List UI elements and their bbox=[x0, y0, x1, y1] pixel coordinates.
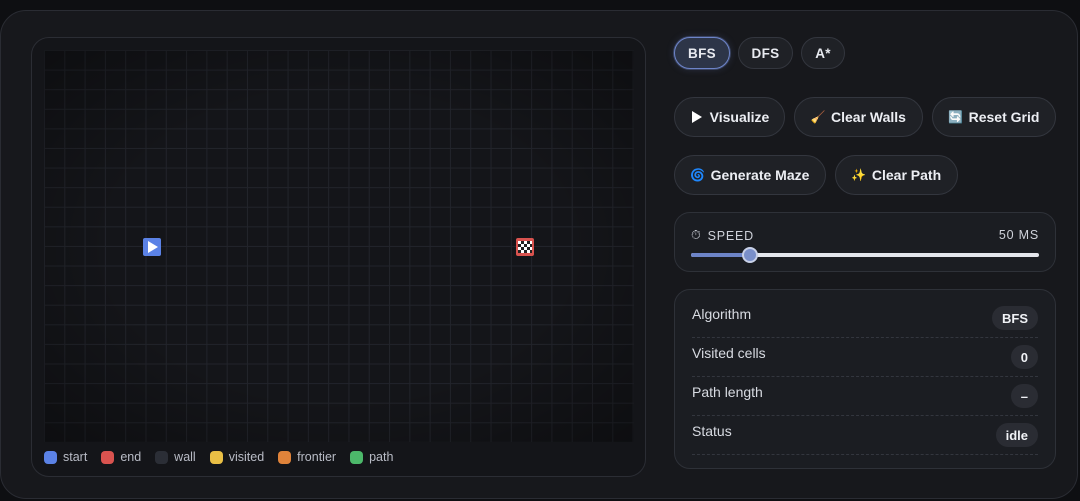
legend-label: start bbox=[63, 450, 88, 464]
grid-panel: start end wall visited frontier path bbox=[31, 37, 646, 477]
play-icon bbox=[690, 110, 704, 124]
legend-label: wall bbox=[174, 450, 196, 464]
grid-canvas[interactable] bbox=[44, 50, 634, 442]
speed-slider[interactable] bbox=[691, 247, 1039, 263]
pathfinding-app: start end wall visited frontier path bbox=[0, 10, 1078, 499]
legend-label: frontier bbox=[297, 450, 337, 464]
generate-maze-label: Generate Maze bbox=[710, 167, 810, 183]
speed-label-group: ⏱ SPEED bbox=[691, 228, 754, 243]
speed-slider-fill bbox=[691, 253, 751, 257]
legend-swatch-start bbox=[44, 450, 57, 464]
checkered-flag-icon bbox=[518, 241, 532, 253]
path-length-badge: – bbox=[1010, 384, 1038, 408]
legend-swatch-frontier bbox=[278, 450, 292, 464]
speed-label: SPEED bbox=[707, 228, 754, 243]
start-node[interactable] bbox=[143, 238, 161, 256]
status-badge: idle bbox=[995, 423, 1038, 447]
legend-swatch-wall bbox=[155, 450, 169, 464]
stat-label: Algorithm bbox=[692, 306, 752, 322]
algorithm-dfs-button[interactable]: DFS bbox=[738, 37, 793, 69]
spiral-icon: 🌀 bbox=[690, 168, 706, 182]
reset-grid-button[interactable]: 🔄 Reset Grid bbox=[932, 97, 1056, 137]
end-node[interactable] bbox=[516, 238, 534, 256]
clear-walls-button[interactable]: 🧹 Clear Walls bbox=[794, 97, 923, 137]
algorithm-badge: BFS bbox=[992, 306, 1038, 330]
reset-grid-label: Reset Grid bbox=[968, 109, 1040, 125]
generate-maze-button[interactable]: 🌀 Generate Maze bbox=[674, 155, 826, 195]
legend-item-frontier: frontier bbox=[278, 450, 336, 464]
algorithm-bfs-button[interactable]: BFS bbox=[674, 37, 730, 69]
algorithm-bfs-label: BFS bbox=[688, 45, 716, 61]
legend-item-start: start bbox=[44, 450, 87, 464]
stat-row-status: Status idle bbox=[692, 416, 1038, 455]
stat-row-path-length: Path length – bbox=[692, 377, 1038, 416]
legend-label: end bbox=[120, 450, 142, 464]
legend-item-wall: wall bbox=[155, 450, 196, 464]
legend-item-end: end bbox=[101, 450, 141, 464]
stat-label: Status bbox=[692, 423, 732, 439]
stat-label: Path length bbox=[692, 384, 763, 400]
legend-swatch-visited bbox=[209, 450, 223, 464]
legend-label: visited bbox=[228, 450, 265, 464]
legend-item-visited: visited bbox=[209, 450, 265, 464]
legend-swatch-end bbox=[101, 450, 115, 464]
stat-label: Visited cells bbox=[692, 345, 766, 361]
visualize-button[interactable]: Visualize bbox=[674, 97, 785, 137]
speed-slider-thumb[interactable] bbox=[742, 247, 759, 263]
legend-item-path: path bbox=[350, 450, 393, 464]
clear-walls-label: Clear Walls bbox=[831, 109, 906, 125]
broom-icon: 🧹 bbox=[810, 110, 826, 124]
algorithm-astar-label: A* bbox=[815, 45, 831, 61]
refresh-icon: 🔄 bbox=[948, 110, 964, 124]
algorithm-dfs-label: DFS bbox=[751, 45, 780, 61]
sparkles-icon: ✨ bbox=[851, 168, 867, 182]
speed-card: ⏱ SPEED 50 MS bbox=[674, 212, 1056, 272]
clear-path-button[interactable]: ✨ Clear Path bbox=[835, 155, 958, 195]
visualize-label: Visualize bbox=[709, 109, 770, 125]
visited-count-badge: 0 bbox=[1010, 345, 1038, 369]
stats-card: Algorithm BFS Visited cells 0 Path lengt… bbox=[674, 289, 1056, 469]
stat-row-algorithm: Algorithm BFS bbox=[692, 299, 1038, 338]
legend-label: path bbox=[369, 450, 394, 464]
stat-row-visited: Visited cells 0 bbox=[692, 338, 1038, 377]
stopwatch-icon: ⏱ bbox=[691, 228, 702, 242]
play-icon bbox=[148, 241, 158, 253]
legend-swatch-path bbox=[350, 450, 364, 464]
speed-value: 50 MS bbox=[998, 228, 1039, 242]
clear-path-label: Clear Path bbox=[871, 167, 942, 183]
algorithm-astar-button[interactable]: A* bbox=[801, 37, 845, 69]
legend: start end wall visited frontier path bbox=[44, 450, 393, 464]
